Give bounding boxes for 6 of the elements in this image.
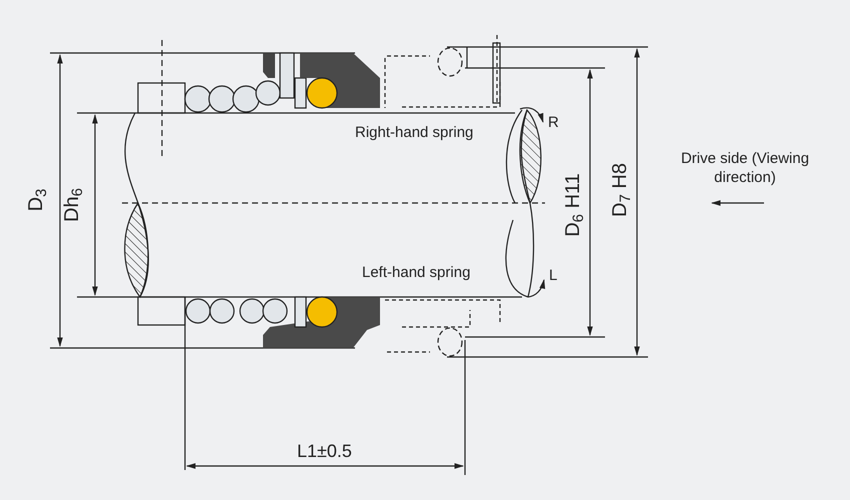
- spring-direction-label: Right-hand spring: [355, 123, 474, 143]
- drive-side-note: Drive side (Viewing direction): [680, 150, 810, 188]
- rotation-label: L: [549, 266, 558, 286]
- dimension-label: L1±0.5: [297, 440, 352, 463]
- rotation-label: R: [548, 113, 559, 133]
- spring-direction-label: Left-hand spring: [362, 263, 470, 283]
